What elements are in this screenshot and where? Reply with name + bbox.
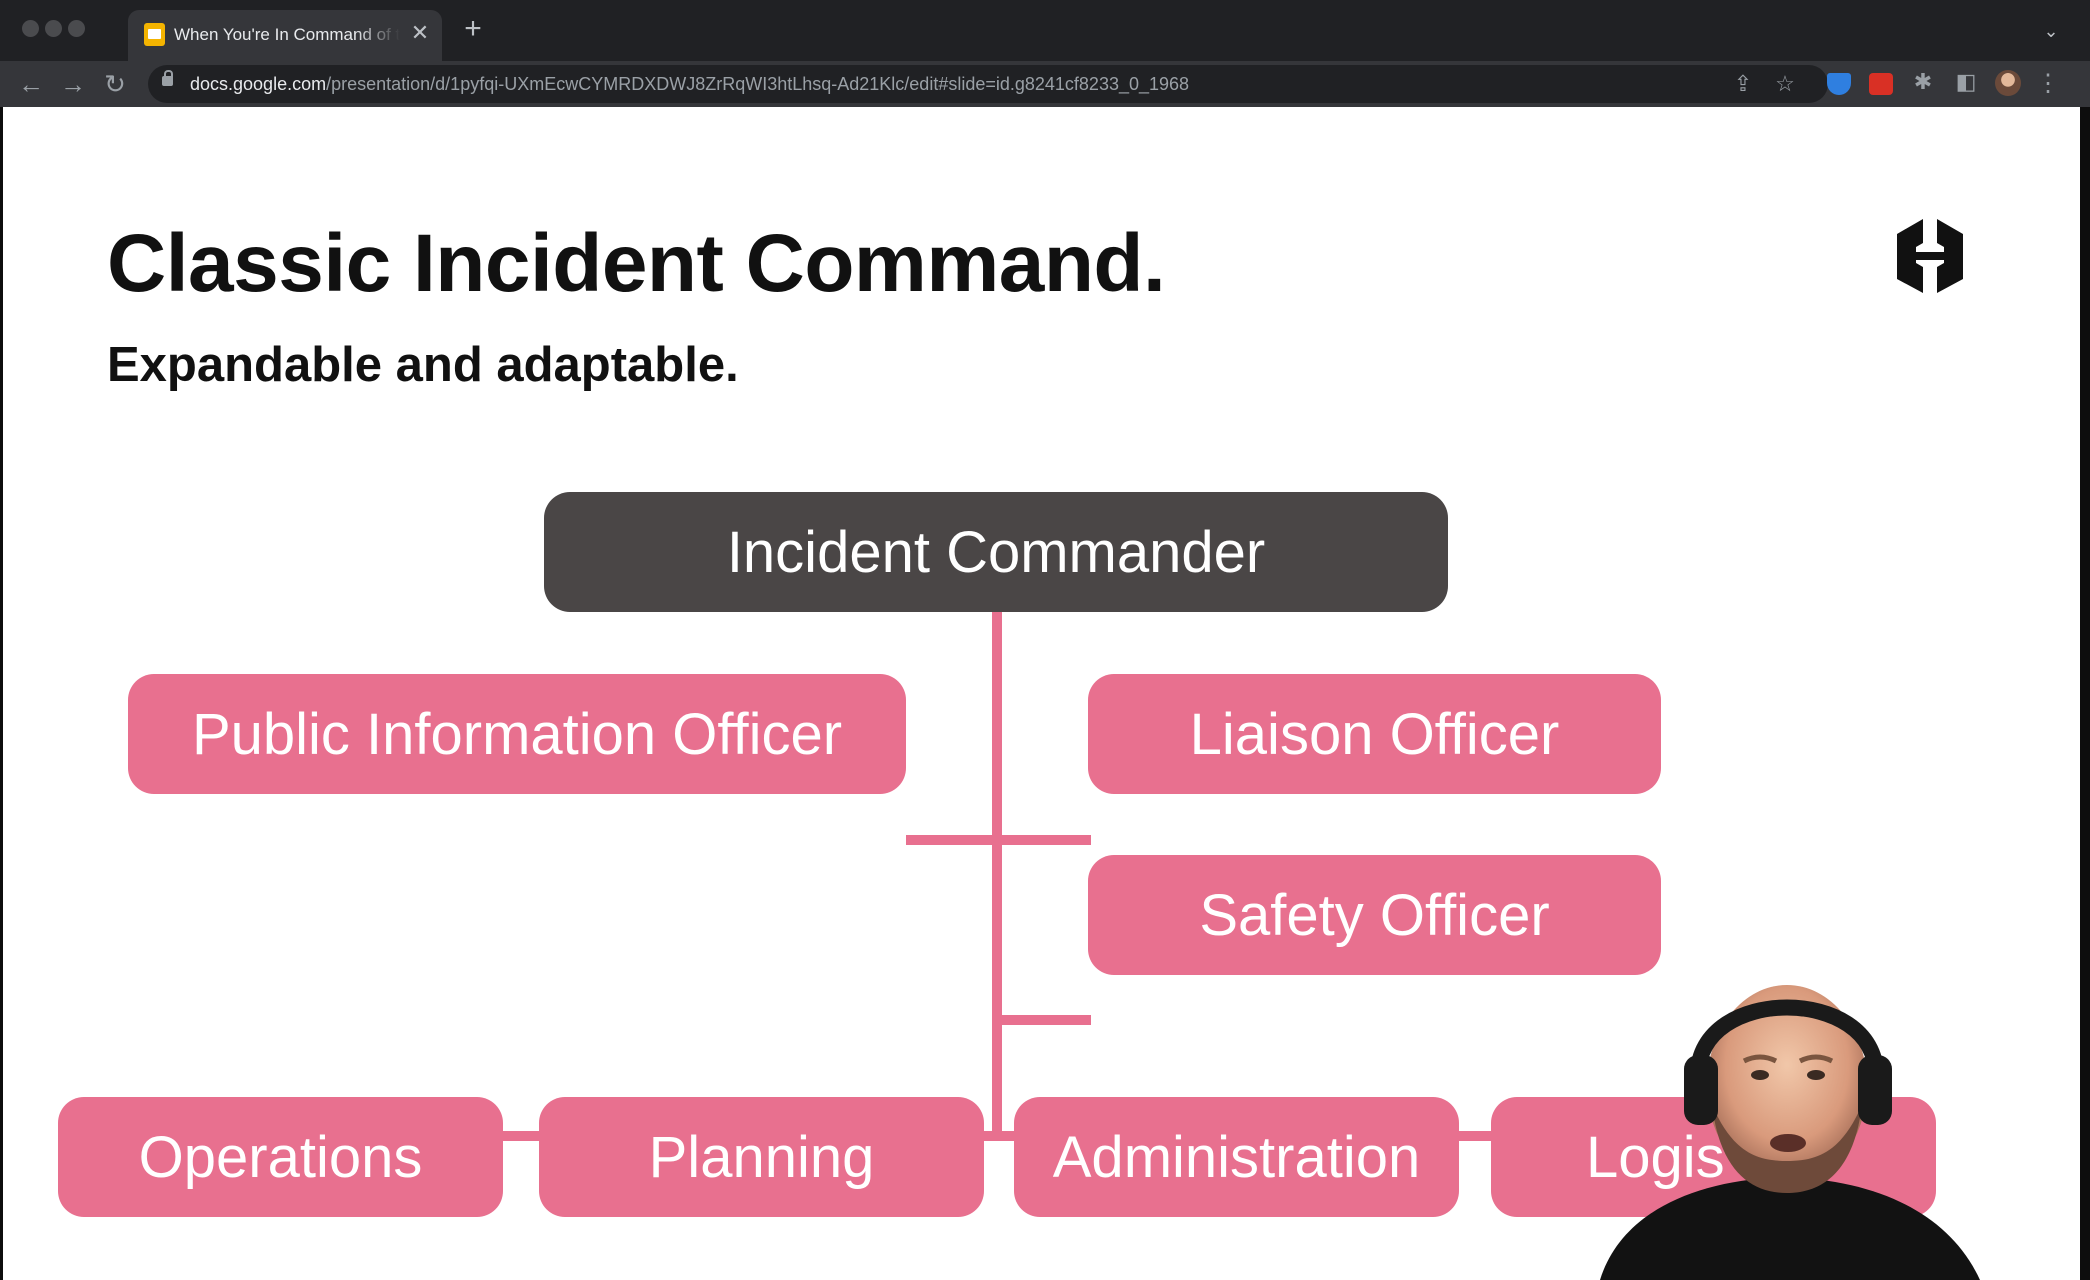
- share-icon[interactable]: ⇪: [1733, 71, 1753, 96]
- back-icon[interactable]: ←: [18, 69, 44, 99]
- url-path: /presentation/d/1pyfqi-UXmEcwCYMRDXDWJ8Z…: [326, 74, 1190, 94]
- connector-main-vertical: [992, 612, 1002, 1141]
- browser-tab-bar: When You're In Command of th ✕ + ⌄: [0, 0, 2090, 61]
- browser-toolbar: ← → ↻ docs.google.com/presentation/d/1py…: [0, 61, 2090, 107]
- extension-red-icon[interactable]: [1869, 73, 1893, 95]
- extension-shield-icon[interactable]: [1827, 73, 1851, 95]
- extensions-puzzle-icon[interactable]: ✱: [1913, 69, 1933, 94]
- browser-tab-active[interactable]: When You're In Command of th ✕: [128, 10, 442, 61]
- window-minimize-dot[interactable]: [45, 20, 62, 37]
- hashicorp-logo: [1897, 219, 1963, 293]
- chevron-down-icon[interactable]: ⌄: [2043, 21, 2059, 41]
- connector-sections-horizontal: [276, 1131, 1731, 1141]
- slide-title: Classic Incident Command.: [107, 218, 1166, 309]
- org-box-incident-commander: Incident Commander: [544, 492, 1448, 612]
- connector-safety-officer: [1002, 1015, 1091, 1025]
- address-bar[interactable]: docs.google.com/presentation/d/1pyfqi-UX…: [148, 65, 1828, 103]
- window-maximize-dot[interactable]: [68, 20, 85, 37]
- lock-icon[interactable]: [162, 70, 173, 86]
- menu-icon[interactable]: ⋮: [2036, 70, 2060, 97]
- reload-icon[interactable]: ↻: [104, 69, 126, 99]
- org-box-planning: Planning: [539, 1097, 984, 1217]
- close-icon[interactable]: ✕: [410, 20, 430, 45]
- profile-avatar[interactable]: [1995, 70, 2021, 96]
- org-box-safety-officer: Safety Officer: [1088, 855, 1661, 975]
- window-close-dot[interactable]: [22, 20, 39, 37]
- google-slides-icon: [144, 23, 165, 46]
- side-panel-icon[interactable]: ◧: [1955, 69, 1977, 94]
- tab-title: When You're In Command of th: [174, 25, 400, 44]
- url-text[interactable]: docs.google.com/presentation/d/1pyfqi-UX…: [190, 65, 1189, 103]
- slide-subtitle: Expandable and adaptable.: [107, 338, 739, 392]
- org-box-public-information-officer: Public Information Officer: [128, 674, 906, 794]
- url-host: docs.google.com: [190, 74, 327, 94]
- org-box-operations: Operations: [58, 1097, 503, 1217]
- connector-command-staff-top: [906, 835, 1091, 845]
- bookmark-star-icon[interactable]: ☆: [1775, 71, 1795, 96]
- org-box-administration: Administration: [1014, 1097, 1459, 1217]
- new-tab-button[interactable]: +: [464, 12, 482, 45]
- forward-icon[interactable]: →: [60, 69, 86, 99]
- org-box-liaison-officer: Liaison Officer: [1088, 674, 1661, 794]
- presenter-webcam: [1600, 985, 1980, 1280]
